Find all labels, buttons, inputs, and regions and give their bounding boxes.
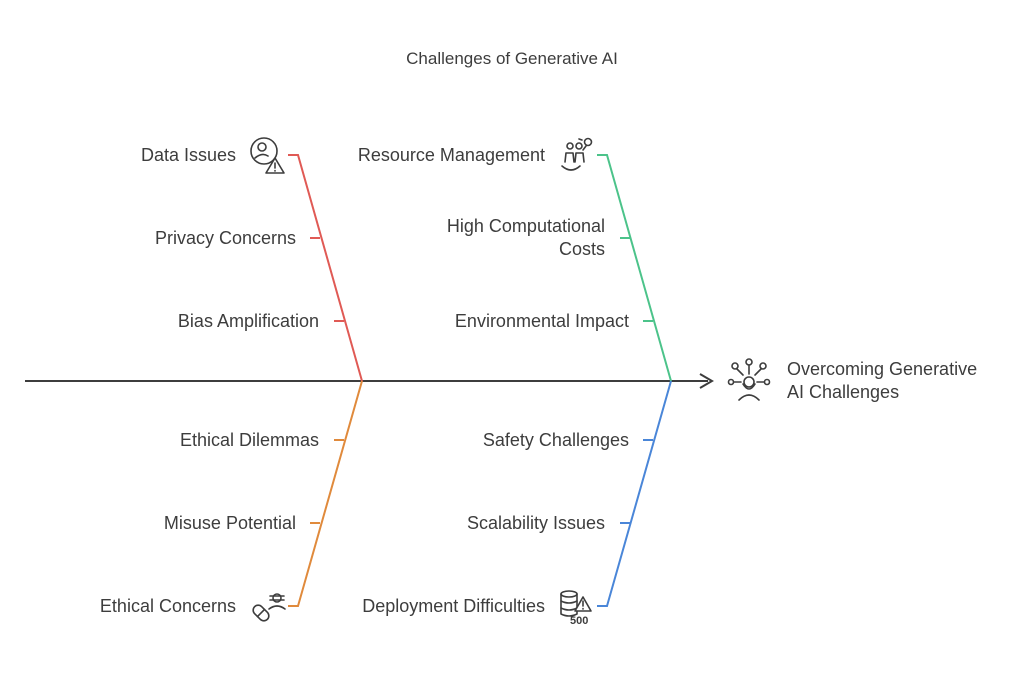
team-idea-icon (561, 137, 593, 171)
server-error-icon (560, 590, 592, 617)
diagram-title: Challenges of Generative AI (406, 49, 618, 68)
branch-ethical-concerns (288, 380, 363, 607)
branch-head-ethical-concerns: Ethical Concerns (99, 596, 236, 616)
branch-resource-management (597, 154, 672, 382)
item-environmental-impact: Environmental Impact (454, 311, 629, 331)
ideas-person-icon (727, 358, 771, 401)
bone-data-issues (288, 154, 363, 382)
branch-deployment-difficulties (597, 380, 672, 607)
branch-head-data-issues: Data Issues (140, 145, 236, 165)
item-scalability-issues: Scalability Issues (466, 513, 605, 533)
hacker-pills-icon (252, 593, 286, 622)
spine-arrowhead (699, 373, 714, 389)
item-misuse-potential: Misuse Potential (163, 513, 296, 533)
branch-head-resource-management: Resource Management (357, 145, 545, 165)
item-high-computational-costs: High Computational Costs (446, 216, 605, 259)
item-ethical-dilemmas: Ethical Dilemmas (179, 430, 319, 450)
outcome-label: Overcoming Generative AI Challenges (787, 359, 978, 402)
item-bias-amplification: Bias Amplification (177, 311, 319, 331)
bone-ethical-concerns (288, 380, 363, 607)
branch-data-issues (288, 154, 363, 382)
user-warning-icon (250, 137, 285, 174)
branch-head-deployment-difficulties: Deployment Difficulties (362, 596, 545, 616)
item-safety-challenges: Safety Challenges (482, 430, 629, 450)
bone-deployment-difficulties (597, 380, 672, 607)
server-error-code: 500 (570, 615, 588, 627)
bone-resource-management (597, 154, 672, 382)
item-privacy-concerns: Privacy Concerns (154, 228, 296, 248)
